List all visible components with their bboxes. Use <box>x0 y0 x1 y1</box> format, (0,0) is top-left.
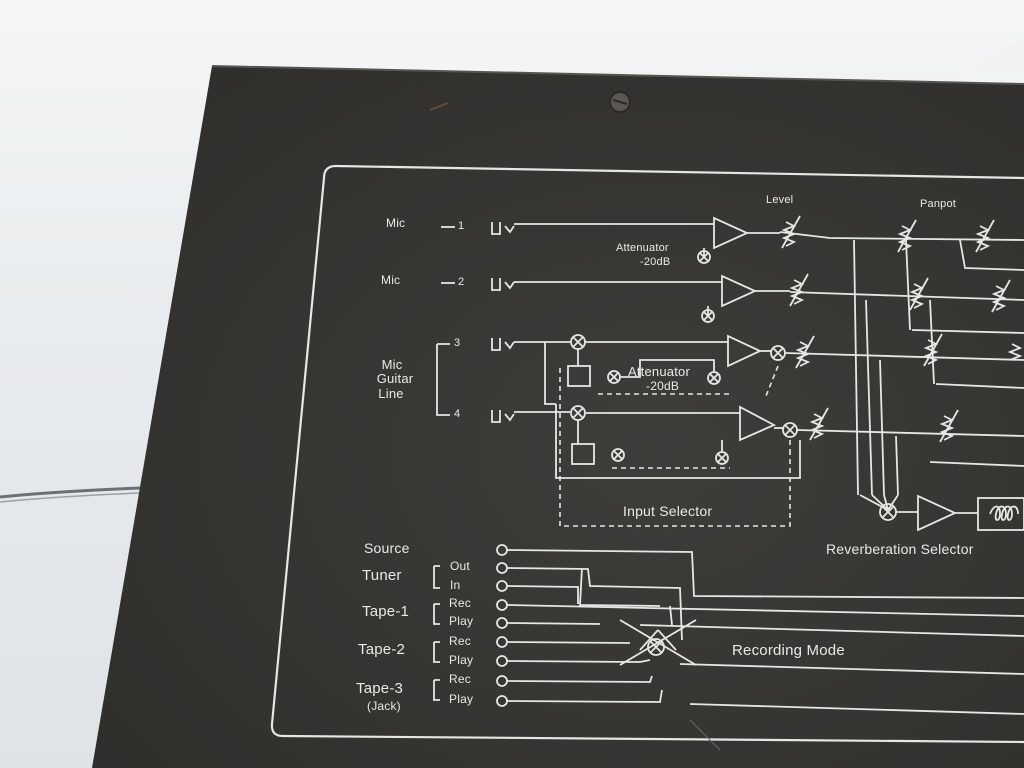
source-label: Source <box>364 540 410 556</box>
mic-1-number: 1 <box>458 220 465 232</box>
input-selector-label: Input Selector <box>623 503 713 519</box>
mic-guitar-line-label-1: Mic <box>381 357 403 372</box>
tuner-label: Tuner <box>362 567 402 584</box>
input-3-number: 3 <box>454 337 461 349</box>
tape-2-label: Tape-2 <box>358 641 406 658</box>
reverberation-selector-label: Reverberation Selector <box>826 541 974 557</box>
mic-guitar-line-label-2: Guitar <box>376 371 414 386</box>
paper-sheet <box>180 40 1024 80</box>
printed-frame <box>270 164 1024 744</box>
screw-slot <box>612 99 628 105</box>
desk-cable-shadow <box>0 492 141 503</box>
dashed-links <box>559 365 791 527</box>
tape-3-play-label: Play <box>449 692 474 706</box>
mic-1-label: Mic <box>386 216 406 230</box>
schematic <box>433 216 1024 715</box>
tape-1-rec-label: Rec <box>449 596 471 610</box>
tape-3-rec-label: Rec <box>449 672 471 686</box>
attenuator-1-value: -20dB <box>640 256 671 268</box>
mic-guitar-line-label-3: Line <box>378 386 404 401</box>
mic-2-label: Mic <box>381 273 401 287</box>
metal-panel <box>92 66 1024 768</box>
tape-1-label: Tape-1 <box>362 603 410 620</box>
tuner-out-label: Out <box>450 559 470 573</box>
recording-mode-label: Recording Mode <box>732 642 845 659</box>
potentiometers <box>781 215 1023 443</box>
tape-3-jack-note: (Jack) <box>367 699 401 713</box>
attenuator-2-label: Attenuator <box>628 364 690 379</box>
panel-edge <box>211 65 1024 85</box>
panpot-label: Panpot <box>920 198 957 210</box>
scratch <box>689 719 721 751</box>
attenuator-1-label: Attenuator <box>616 242 669 254</box>
input-4-number: 4 <box>454 408 461 420</box>
tape-3-label: Tape-3 <box>356 680 404 697</box>
attenuator-2-value: -20dB <box>646 379 680 393</box>
level-label: Level <box>766 194 794 206</box>
tape-2-play-label: Play <box>449 653 474 667</box>
desk-cable <box>0 486 141 499</box>
tape-1-play-label: Play <box>449 614 474 628</box>
rust-mark <box>429 102 449 111</box>
tape-2-rec-label: Rec <box>449 634 471 648</box>
mic-2-number: 2 <box>458 276 465 288</box>
tuner-in-label: In <box>450 578 461 592</box>
